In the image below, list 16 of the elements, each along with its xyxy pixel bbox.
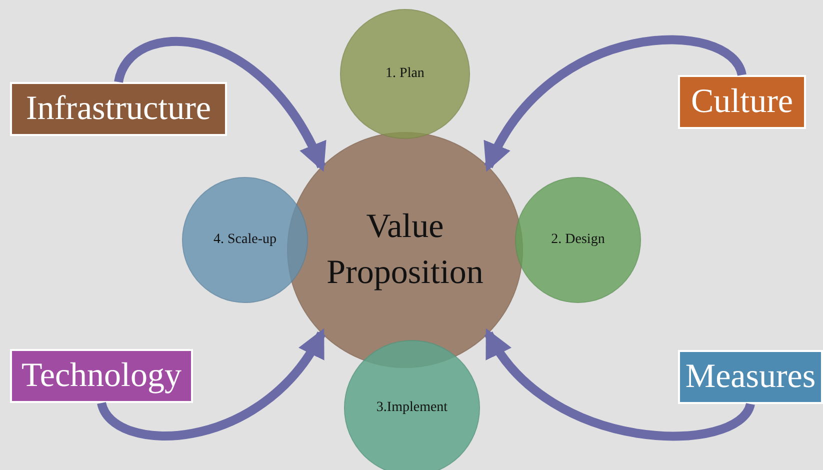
label-box (10, 82, 227, 136)
node-label: 1. Plan (386, 66, 424, 82)
label-box (10, 349, 193, 403)
category-label: Measures (685, 358, 816, 396)
label-box (678, 75, 806, 129)
curved-arrow (114, 37, 326, 172)
category-label: Technology (21, 357, 182, 395)
label-box (678, 350, 823, 404)
category-label: Culture (691, 83, 793, 121)
curved-arrow (484, 36, 746, 172)
node-label: 3.Implement (376, 400, 448, 416)
node-label: 4. Scale-up (214, 232, 276, 248)
category-label: Infrastructure (26, 90, 211, 128)
node-label: 2. Design (551, 232, 605, 248)
node-label: Value Proposition (326, 207, 484, 293)
curved-arrow (484, 328, 754, 441)
